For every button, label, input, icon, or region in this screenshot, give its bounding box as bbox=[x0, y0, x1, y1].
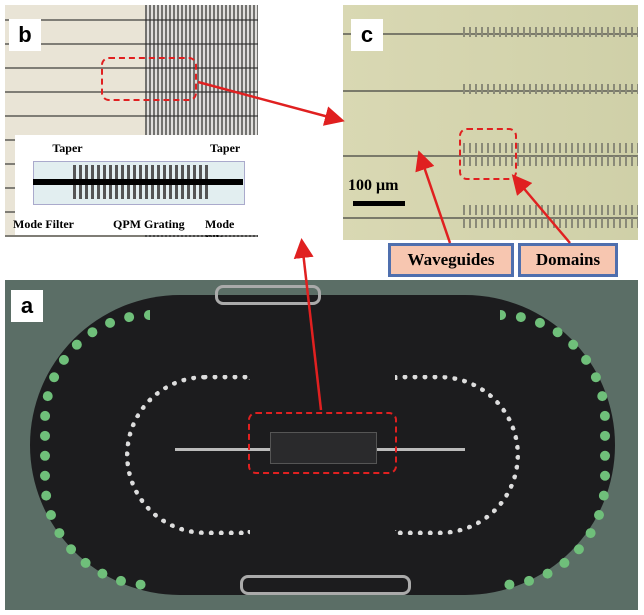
domains-row bbox=[463, 156, 638, 166]
panel-a-photo: a bbox=[5, 280, 638, 610]
domains-row bbox=[463, 205, 638, 215]
arrow-a-to-b bbox=[293, 238, 323, 411]
taper-right-label: Taper bbox=[210, 141, 241, 155]
panel-c-micrograph: c 100 μm bbox=[343, 5, 638, 240]
panel-label-a: a bbox=[11, 290, 43, 322]
highlight-box-b bbox=[101, 57, 197, 101]
waveguides-callout: Waveguides bbox=[388, 243, 514, 277]
left-fiber-clips bbox=[125, 375, 250, 535]
bottom-handle bbox=[240, 575, 411, 595]
waveguide-core bbox=[33, 179, 243, 185]
arrow-b-to-c bbox=[197, 80, 345, 126]
mode-filter-left-label: Mode Filter bbox=[13, 217, 74, 231]
highlight-box-a bbox=[248, 412, 397, 474]
panel-label-c: c bbox=[351, 19, 383, 51]
highlight-box-c bbox=[459, 128, 517, 180]
waveguide-schematic: Taper Taper Mode Filter QPM Grating Mode… bbox=[13, 135, 258, 237]
right-fiber-clips bbox=[395, 375, 520, 535]
panel-b-micrograph: b Taper Taper Mode Filter QPM Grating Mo… bbox=[5, 5, 258, 237]
domains-callout: Domains bbox=[518, 243, 618, 277]
domains-row bbox=[463, 27, 638, 37]
panel-label-b: b bbox=[9, 19, 41, 51]
arrow-waveguides bbox=[415, 150, 452, 244]
mode-filter-right-label: Mode Filter bbox=[205, 217, 235, 237]
scale-bar bbox=[353, 201, 405, 206]
qpm-grating-label: QPM Grating bbox=[113, 217, 185, 231]
scale-bar-label: 100 μm bbox=[348, 177, 399, 194]
arrow-domains bbox=[511, 174, 571, 244]
domains-row bbox=[463, 218, 638, 228]
taper-left-label: Taper bbox=[52, 141, 83, 155]
domains-row bbox=[463, 143, 638, 153]
top-handle bbox=[215, 285, 321, 305]
chip-package bbox=[270, 432, 377, 464]
domains-row bbox=[463, 84, 638, 94]
